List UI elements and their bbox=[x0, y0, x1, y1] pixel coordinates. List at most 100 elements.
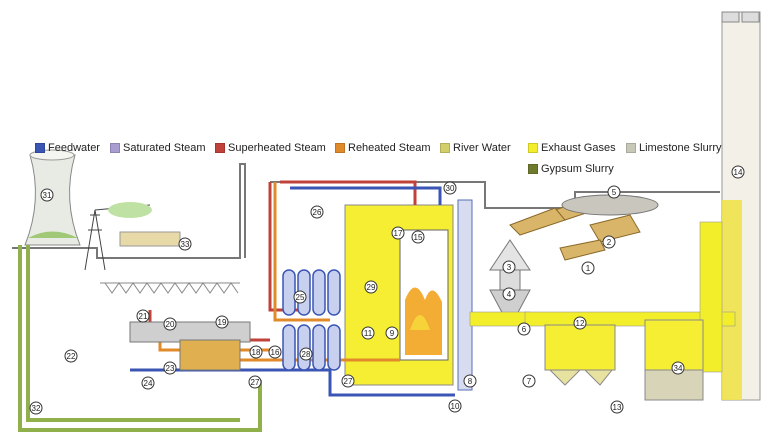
callout-number: 23 bbox=[166, 364, 175, 373]
legend-item: Reheated Steam bbox=[335, 142, 431, 154]
legend-item: River Water bbox=[440, 142, 511, 154]
feedwater-heaters bbox=[282, 269, 341, 371]
legend-swatch bbox=[528, 143, 538, 153]
callouts: 1234567891011121314151617181920212223242… bbox=[29, 165, 745, 415]
callout-circle bbox=[178, 237, 192, 251]
callout-number: 32 bbox=[32, 404, 41, 413]
callout-circle bbox=[607, 185, 621, 199]
callout-number: 21 bbox=[139, 312, 148, 321]
callout-circle bbox=[463, 374, 477, 388]
legend-label: Superheated Steam bbox=[228, 142, 326, 154]
legend-swatch bbox=[626, 143, 636, 153]
legend-label: Gypsum Slurry bbox=[541, 163, 614, 175]
callout-number: 15 bbox=[414, 233, 423, 242]
callout-circle bbox=[40, 188, 54, 202]
callout-number: 2 bbox=[607, 238, 612, 247]
callout-number: 31 bbox=[43, 191, 52, 200]
callout-circle bbox=[610, 400, 624, 414]
callout-number: 3 bbox=[507, 263, 512, 272]
cooling-tower bbox=[24, 149, 81, 246]
substation bbox=[108, 202, 181, 247]
legend-label: River Water bbox=[453, 142, 511, 154]
callout-number: 17 bbox=[394, 229, 403, 238]
precipitator bbox=[544, 324, 616, 386]
callout-circle bbox=[299, 347, 313, 361]
callout-number: 20 bbox=[166, 320, 175, 329]
callout-circle bbox=[411, 230, 425, 244]
callout-number: 22 bbox=[67, 352, 76, 361]
callout-circle bbox=[249, 345, 263, 359]
callout-number: 4 bbox=[507, 290, 512, 299]
callout-number: 11 bbox=[364, 329, 373, 338]
callout-number: 9 bbox=[390, 329, 395, 338]
callout-number: 1 bbox=[586, 264, 591, 273]
coal-bunker bbox=[489, 239, 531, 319]
callout-circle bbox=[141, 376, 155, 390]
callout-circle bbox=[502, 260, 516, 274]
callout-circle bbox=[64, 349, 78, 363]
legend-item: Limestone Slurry bbox=[626, 142, 722, 154]
callout-number: 19 bbox=[218, 318, 227, 327]
chimney bbox=[721, 11, 761, 401]
callout-number: 6 bbox=[522, 325, 527, 334]
desulfurization-unit bbox=[644, 319, 704, 401]
legend-label: Exhaust Gases bbox=[541, 142, 616, 154]
legend-item: Feedwater bbox=[35, 142, 100, 154]
callout-number: 27 bbox=[251, 378, 260, 387]
callout-number: 12 bbox=[576, 319, 585, 328]
legend-item: Superheated Steam bbox=[215, 142, 326, 154]
legend-label: Saturated Steam bbox=[123, 142, 206, 154]
callout-circle bbox=[502, 287, 516, 301]
callout-circle bbox=[522, 374, 536, 388]
callout-circle bbox=[248, 375, 262, 389]
callout-number: 16 bbox=[271, 348, 280, 357]
callout-number: 33 bbox=[181, 240, 190, 249]
callout-circle bbox=[163, 361, 177, 375]
callout-circle bbox=[29, 401, 43, 415]
legend-swatch bbox=[110, 143, 120, 153]
callout-circle bbox=[310, 205, 324, 219]
callout-circle bbox=[341, 374, 355, 388]
legend-item: Exhaust Gases bbox=[528, 142, 616, 154]
callout-number: 30 bbox=[446, 184, 455, 193]
river-water-loop bbox=[18, 245, 262, 432]
callout-number: 28 bbox=[302, 350, 311, 359]
legend-item: Gypsum Slurry bbox=[528, 163, 614, 175]
legend-swatch bbox=[528, 164, 538, 174]
legend-swatch bbox=[335, 143, 345, 153]
callout-number: 27 bbox=[344, 377, 353, 386]
boiler bbox=[344, 199, 473, 391]
callout-circle bbox=[361, 326, 375, 340]
callout-circle bbox=[391, 226, 405, 240]
callout-number: 18 bbox=[252, 348, 261, 357]
callout-number: 13 bbox=[613, 403, 622, 412]
callout-number: 25 bbox=[296, 293, 305, 302]
callout-circle bbox=[602, 235, 616, 249]
callout-circle bbox=[215, 315, 229, 329]
callout-number: 14 bbox=[734, 168, 743, 177]
callout-circle bbox=[385, 326, 399, 340]
callout-circle bbox=[573, 316, 587, 330]
callout-number: 5 bbox=[612, 188, 617, 197]
callout-circle bbox=[671, 361, 685, 375]
callout-circle bbox=[731, 165, 745, 179]
callout-number: 7 bbox=[527, 377, 532, 386]
callout-circle bbox=[364, 280, 378, 294]
callout-number: 8 bbox=[468, 377, 473, 386]
callout-number: 26 bbox=[313, 208, 322, 217]
callout-circle bbox=[163, 317, 177, 331]
callout-number: 29 bbox=[367, 283, 376, 292]
callout-circle bbox=[268, 345, 282, 359]
legend-swatch bbox=[215, 143, 225, 153]
callout-circle bbox=[448, 399, 462, 413]
legend-label: Feedwater bbox=[48, 142, 100, 154]
callout-number: 10 bbox=[451, 402, 460, 411]
legend-label: Reheated Steam bbox=[348, 142, 431, 154]
callout-circle bbox=[293, 290, 307, 304]
legend-label: Limestone Slurry bbox=[639, 142, 722, 154]
legend-swatch bbox=[440, 143, 450, 153]
callout-circle bbox=[581, 261, 595, 275]
legend-swatch bbox=[35, 143, 45, 153]
turbine-hall-roof bbox=[100, 282, 240, 294]
